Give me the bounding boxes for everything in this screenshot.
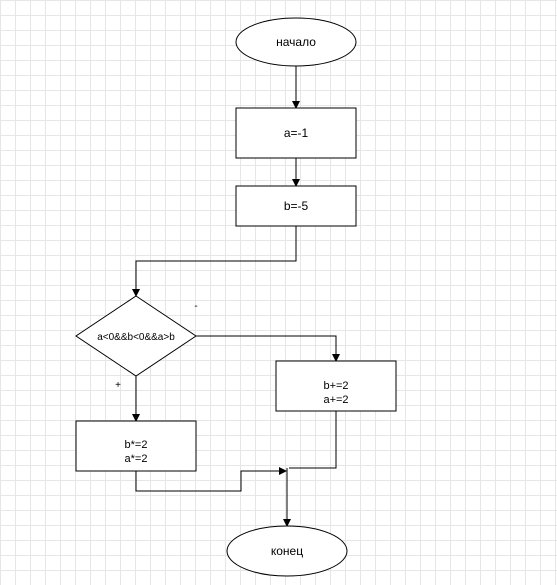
decision-condition <box>75 295 197 377</box>
process-assign-b <box>235 185 357 227</box>
process-yes-line1: b*=2 <box>125 439 148 451</box>
connector-yes-branch-to-merge <box>135 467 287 492</box>
decision-condition-label: a<0&&b<0&&a>b <box>97 332 175 343</box>
process-assign-a <box>235 107 357 159</box>
start-terminator <box>235 17 357 67</box>
process-yes-branch <box>75 420 197 472</box>
start-label: начало <box>276 35 316 49</box>
process-no-line2: a+=2 <box>323 394 348 406</box>
connector-no-branch-to-merge <box>289 411 337 469</box>
process-no-line1: b+=2 <box>323 380 348 392</box>
branch-label-no: - <box>194 301 197 312</box>
branch-label-yes: + <box>115 380 121 391</box>
end-label: конец <box>271 544 303 558</box>
connector-condition-no <box>196 335 340 362</box>
end-terminator <box>226 525 348 577</box>
process-assign-b-label: b=-5 <box>284 199 309 213</box>
connector-b-to-condition <box>132 226 297 297</box>
process-assign-a-label: a=-1 <box>284 126 309 140</box>
process-no-branch <box>275 360 397 412</box>
process-yes-line2: a*=2 <box>125 453 148 465</box>
